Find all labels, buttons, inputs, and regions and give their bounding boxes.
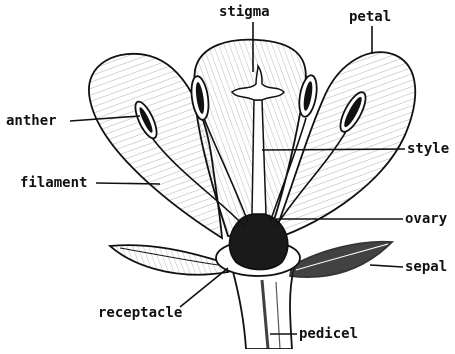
label-style: style [407, 141, 449, 157]
label-filament: filament [20, 175, 87, 191]
label-receptacle: receptacle [98, 305, 182, 321]
leader-style [262, 149, 405, 150]
label-stigma: stigma [219, 4, 270, 20]
label-pedicel: pedicel [299, 326, 358, 342]
leader-filament [96, 183, 160, 184]
leader-sepal [370, 265, 403, 267]
label-ovary: ovary [405, 211, 447, 227]
label-anther: anther [6, 113, 57, 129]
label-sepal: sepal [405, 259, 447, 275]
label-petal: petal [349, 9, 391, 25]
